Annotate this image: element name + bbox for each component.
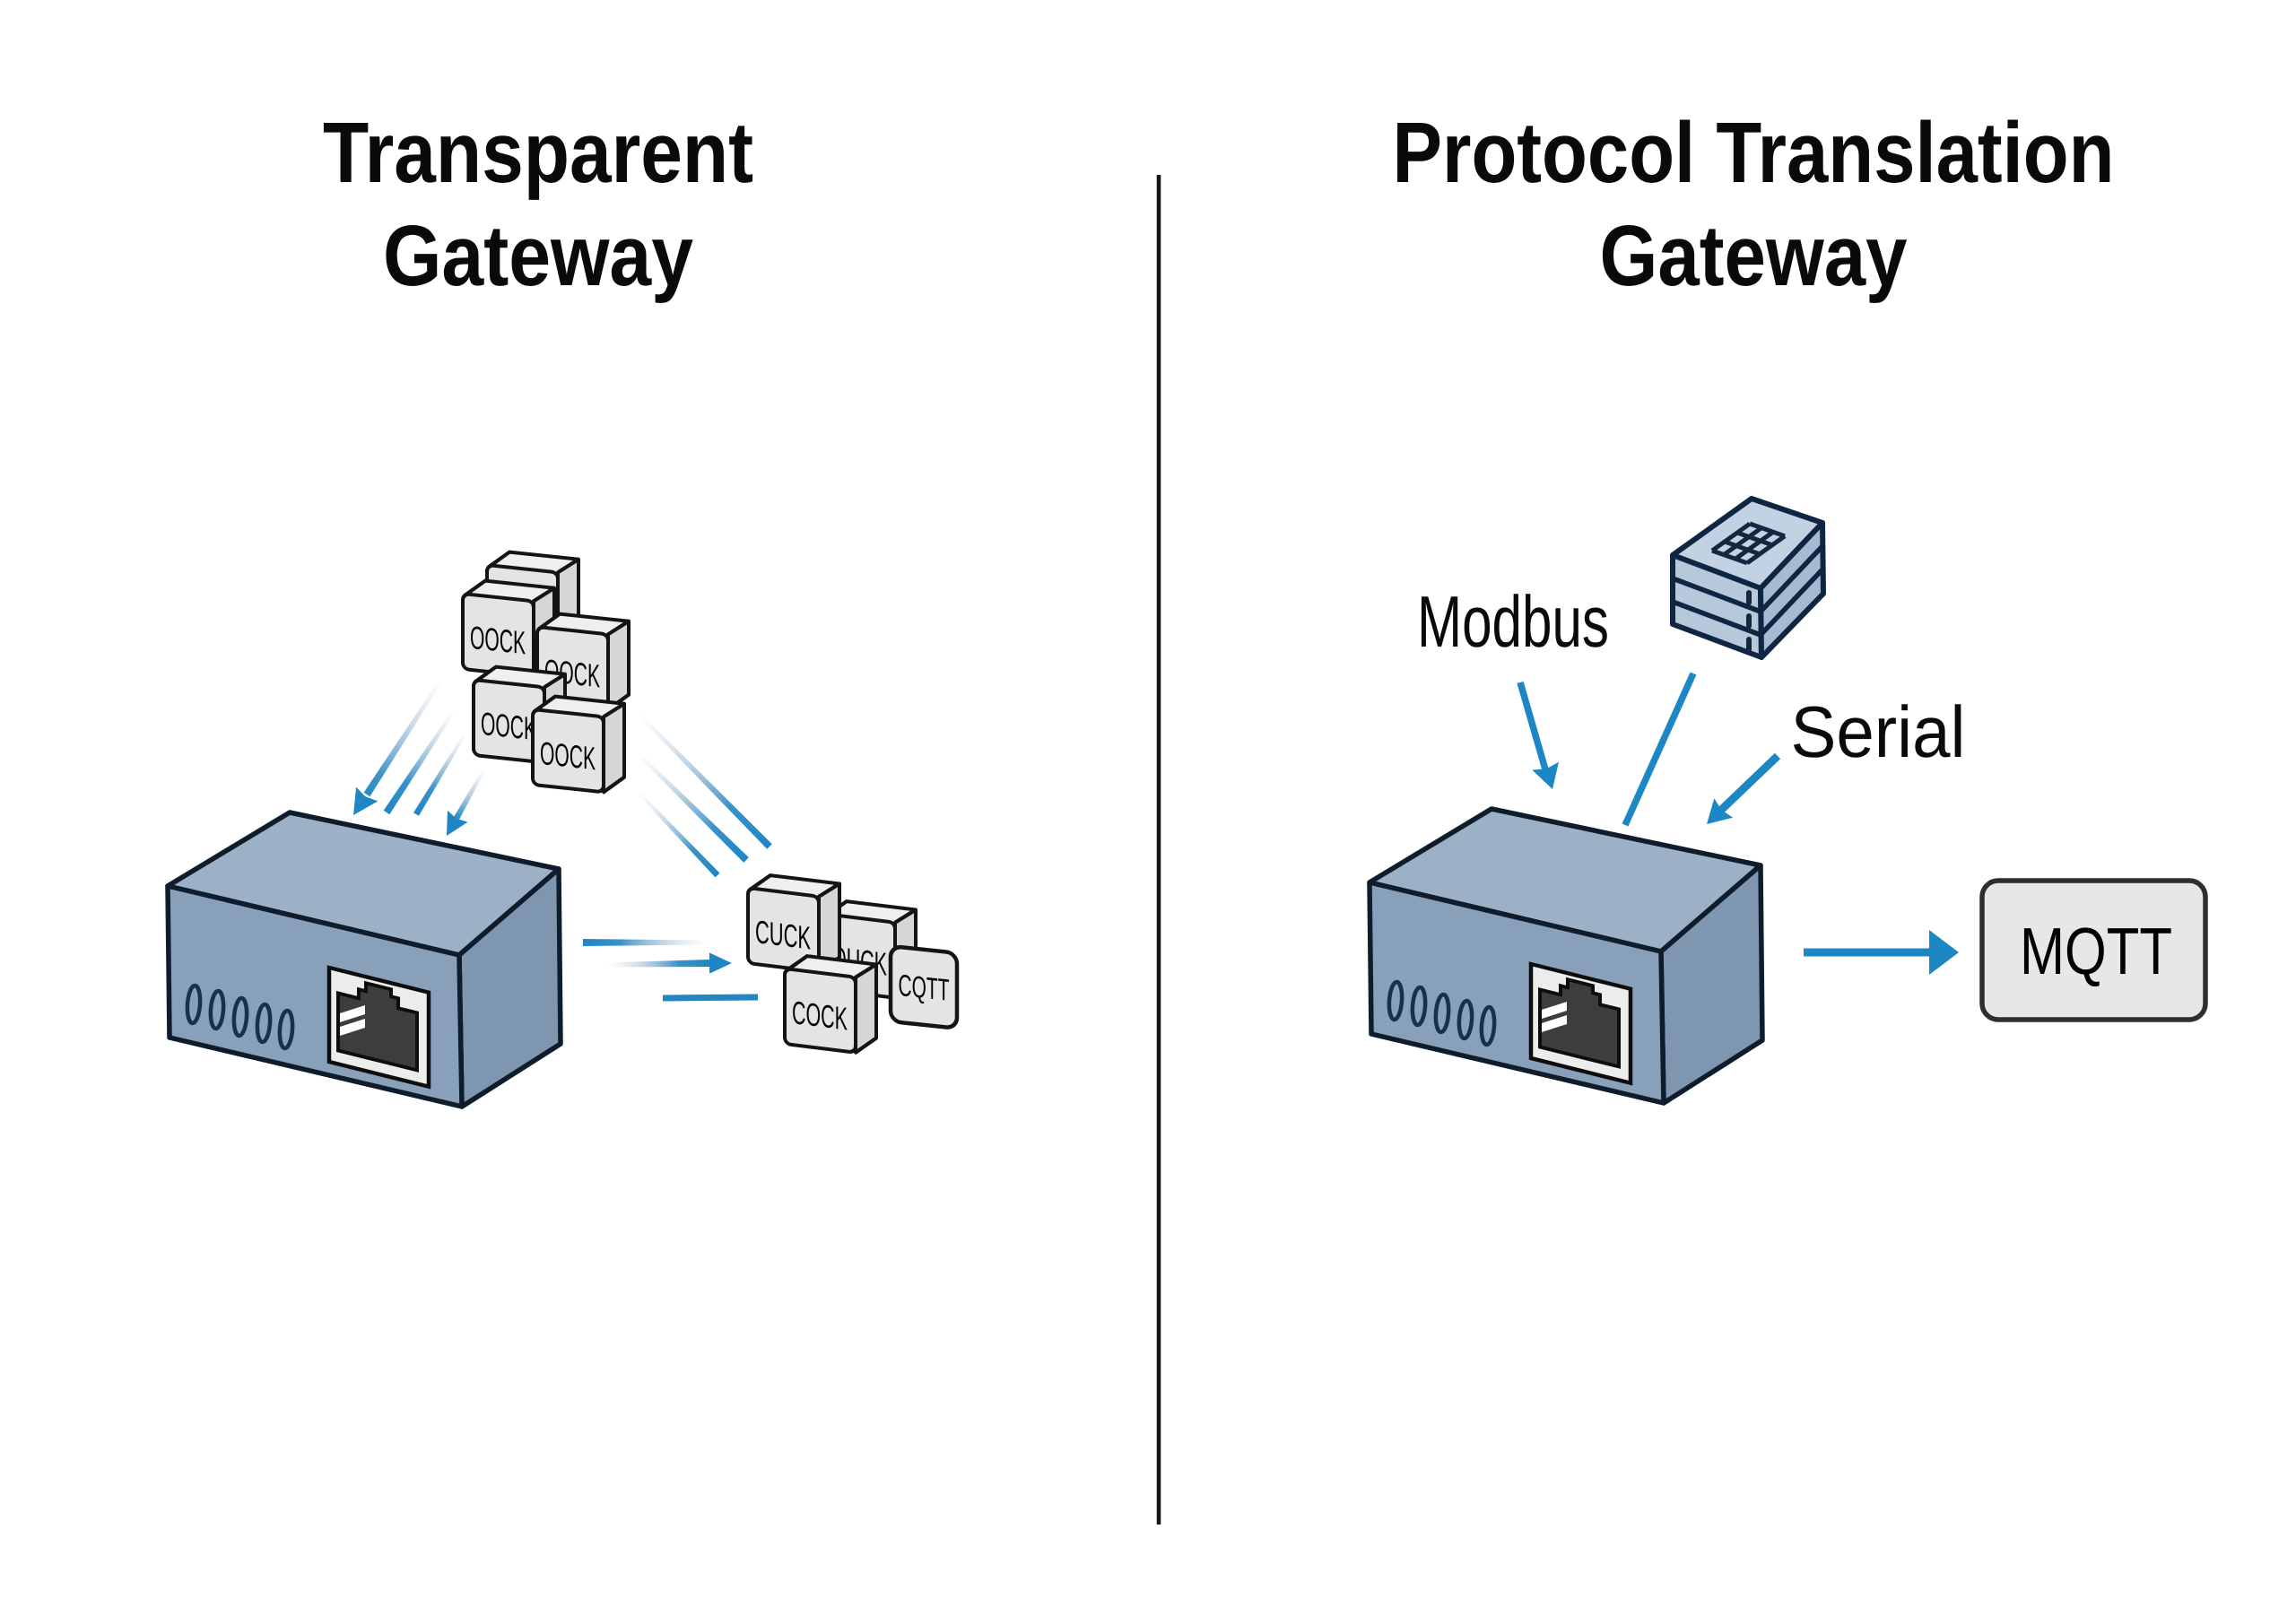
svg-text:Modbus: Modbus [1417,582,1609,663]
svg-text:OOCK: OOCK [481,705,536,748]
svg-text:CUCK: CUCK [755,913,811,957]
svg-text:Transparent: Transparent [323,105,753,201]
svg-text:Gateway: Gateway [383,208,693,304]
svg-text:Protocol Translation: Protocol Translation [1393,105,2115,201]
svg-text:Serial: Serial [1791,692,1966,773]
svg-text:MQTT: MQTT [2020,914,2172,988]
svg-text:COCK: COCK [792,994,848,1038]
svg-text:OOCK: OOCK [540,734,596,777]
svg-text:OOCK: OOCK [470,619,526,662]
svg-text:Gateway: Gateway [1600,208,1908,304]
svg-text:CQTT: CQTT [899,969,950,1008]
